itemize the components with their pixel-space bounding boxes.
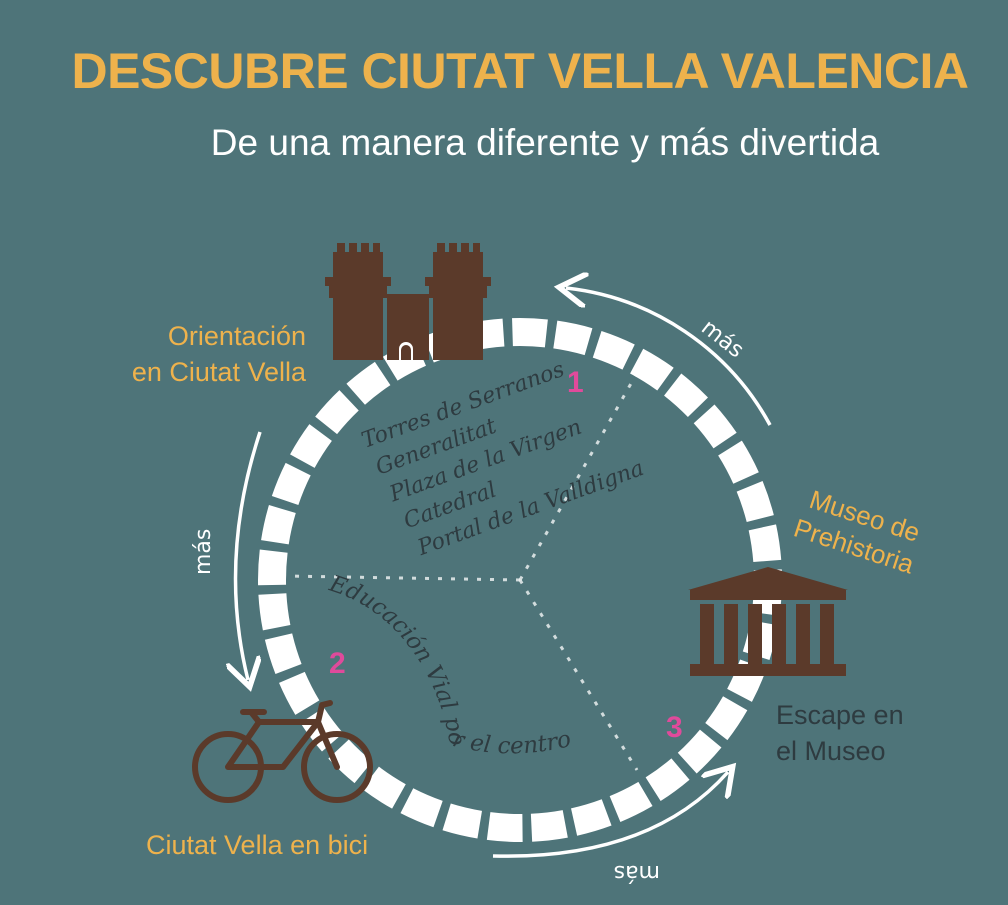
mas-label: más <box>614 860 660 885</box>
escape-label-line2: el Museo <box>776 736 886 766</box>
castle-towers-icon <box>325 243 491 360</box>
activity-number-2: 2 <box>329 647 346 680</box>
sector-divider <box>518 579 639 771</box>
escape-label: Escape en el Museo <box>776 697 904 769</box>
sector2-curved-text: Educación Vial por el centro <box>325 571 573 760</box>
mas-label: más <box>191 529 216 575</box>
orientation-label-line2: en Ciutat Vella <box>131 357 306 387</box>
orientation-label-line1: Orientación <box>167 321 306 351</box>
bici-label: Ciutat Vella en bici <box>146 830 369 860</box>
flow-arrow-right <box>566 288 772 426</box>
sector-divider <box>518 363 644 581</box>
museum-temple-icon <box>688 567 848 676</box>
mas-label: más <box>696 315 748 363</box>
activity-number-3: 3 <box>666 711 683 744</box>
page-title: DESCUBRE CIUTAT VELLA VALENCIA <box>71 43 969 99</box>
page-subtitle: De una manera diferente y más divertida <box>210 122 880 163</box>
sector2-text: Educación Vial por el centro <box>325 571 573 760</box>
activity-number-1: 1 <box>567 366 584 399</box>
orientation-label: Orientación en Ciutat Vella <box>100 318 306 390</box>
sector-divider <box>284 574 521 582</box>
museum-label: Museo de Prehistoria <box>790 484 923 580</box>
bicycle-icon <box>192 700 373 803</box>
flow-arrow-bottom <box>492 772 728 858</box>
escape-label-line1: Escape en <box>776 700 904 730</box>
flow-arrow-left <box>236 431 261 680</box>
